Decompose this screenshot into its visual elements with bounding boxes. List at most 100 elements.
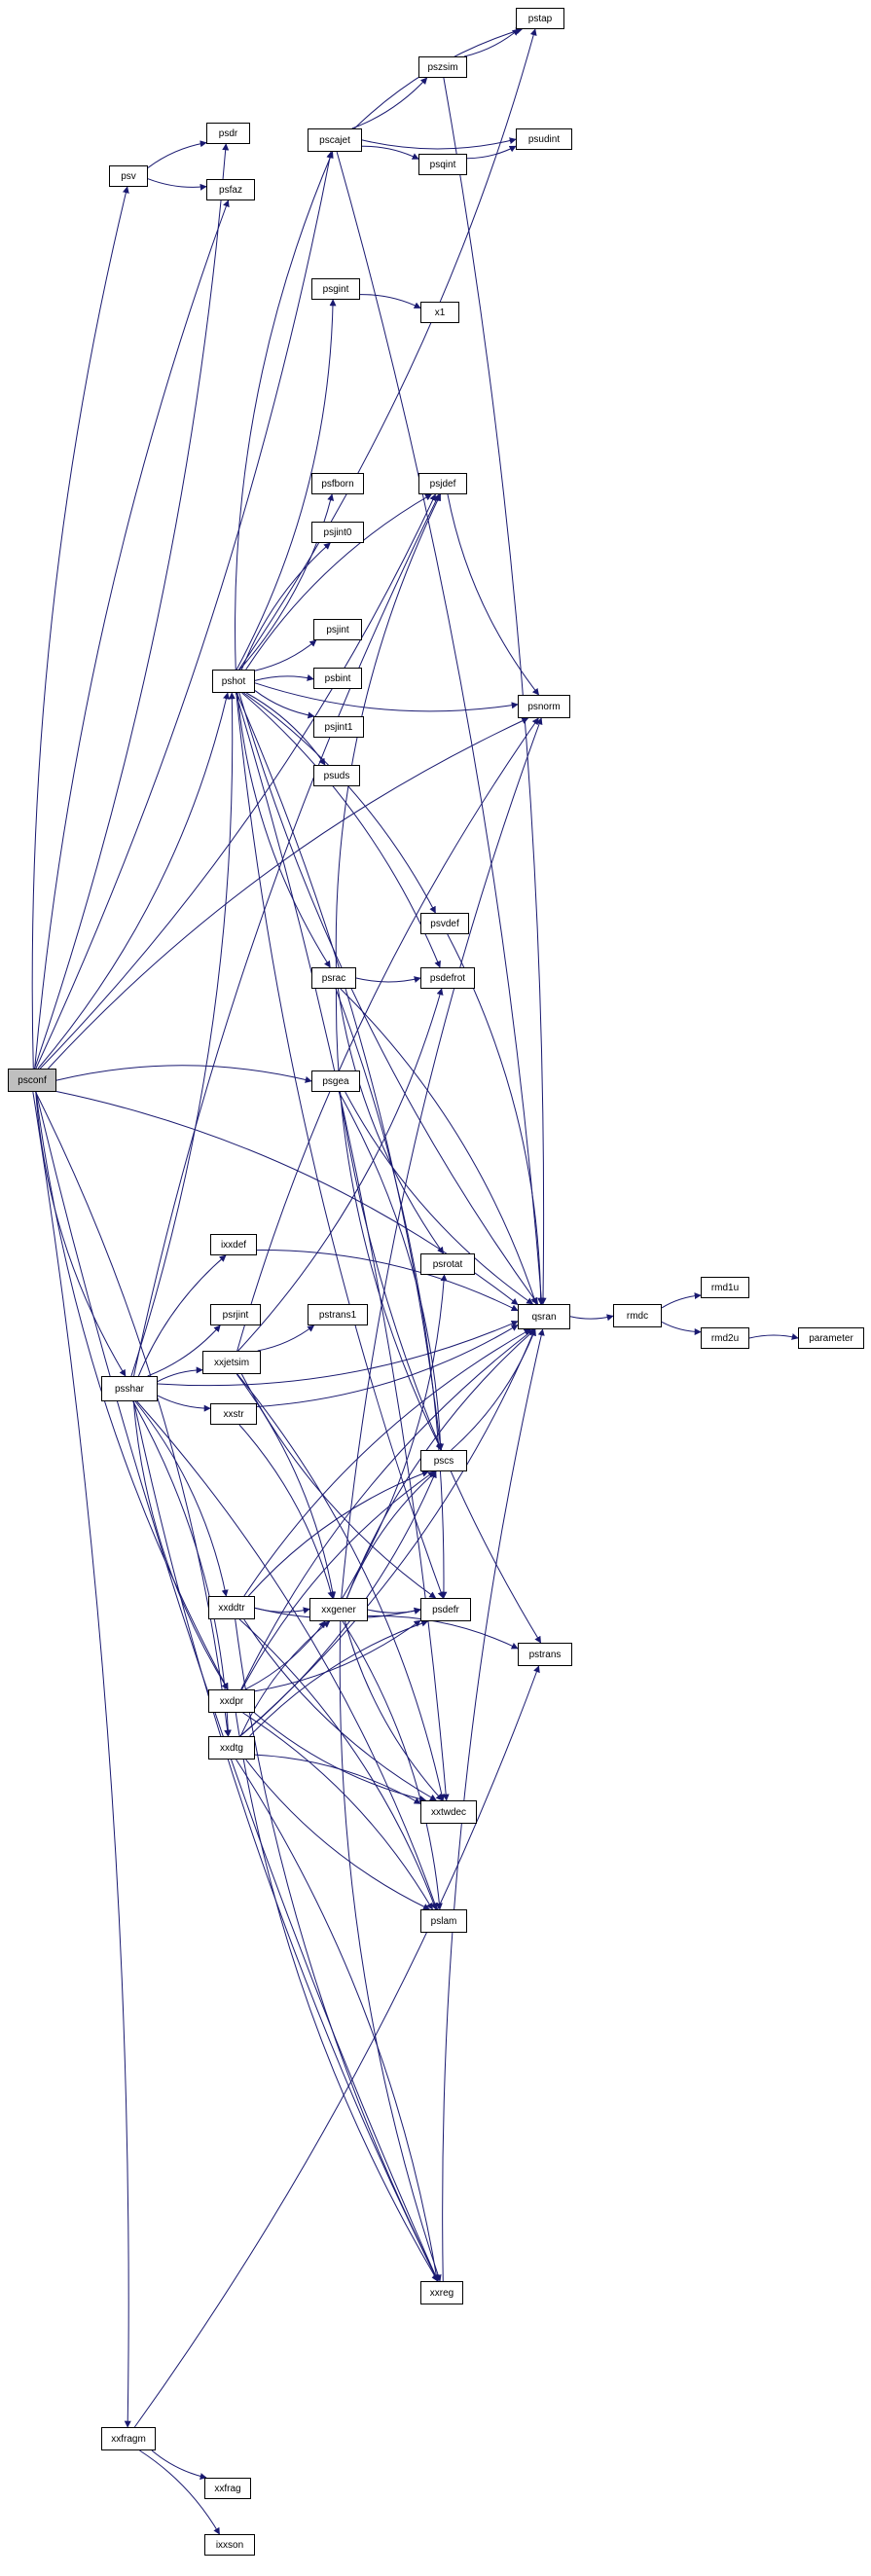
edge-psshar-to-xxdtg (132, 1400, 232, 1737)
node-pscajet[interactable]: pscajet (308, 128, 362, 152)
node-parameter[interactable]: parameter (798, 1327, 864, 1349)
node-xxjetsim[interactable]: xxjetsim (202, 1351, 261, 1374)
node-ixxson[interactable]: ixxson (204, 2534, 255, 2556)
edge-psconf-to-psfaz (34, 200, 230, 1070)
edge-psshar-to-xxddtr (134, 1400, 229, 1597)
node-psjint0[interactable]: psjint0 (311, 522, 364, 543)
edge-xxdtg-to-xxgener (239, 1620, 331, 1737)
edge-xxdtg-to-xxreg (236, 1759, 440, 2282)
edge-pshot-to-psjdef (245, 493, 432, 671)
node-xxddtr[interactable]: xxddtr (208, 1596, 255, 1619)
node-qsran[interactable]: qsran (518, 1304, 570, 1329)
edge-psshar-to-pshot (130, 692, 236, 1377)
edge-xxjetsim-to-psdefrot (237, 988, 444, 1352)
edge-psgea-to-pstrans (339, 1091, 542, 1644)
node-xxgener[interactable]: xxgener (309, 1598, 368, 1621)
edge-psconf-to-psgea (55, 1065, 312, 1083)
node-pstrans1[interactable]: pstrans1 (308, 1304, 368, 1325)
node-psudint[interactable]: psudint (516, 128, 572, 150)
edge-xxgener-to-psrotat (342, 1274, 448, 1599)
node-psdefr[interactable]: psdefr (420, 1598, 471, 1621)
node-psbint[interactable]: psbint (313, 668, 362, 689)
edge-psrac-to-qsran (340, 988, 538, 1305)
edge-pshot-to-psfborn (238, 493, 335, 671)
edge-xxddtr-to-xxtwdec (243, 1618, 437, 1801)
edge-pshot-to-psdefr (236, 692, 445, 1599)
node-pslam[interactable]: pslam (420, 1909, 467, 1933)
edge-xxjetsim-to-xxtwdec (236, 1373, 446, 1801)
edge-xxddtr-to-pslam (238, 1618, 437, 1910)
node-xxdtg[interactable]: xxdtg (208, 1736, 255, 1760)
edge-xxdpr-to-xxgener (244, 1620, 326, 1690)
edge-psconf-to-pscajet (35, 151, 334, 1070)
edge-xxddtr-to-qsran (243, 1328, 531, 1597)
edge-psshar-to-pslam (136, 1400, 439, 1910)
edge-psconf-to-psnorm (48, 717, 529, 1070)
edge-pscajet-to-pszsim (351, 77, 428, 129)
node-rmd2u[interactable]: rmd2u (701, 1327, 749, 1349)
edge-psconf-to-psjdef (39, 493, 436, 1070)
node-psnorm[interactable]: psnorm (518, 695, 570, 718)
node-psrotat[interactable]: psrotat (420, 1253, 475, 1275)
node-psdr[interactable]: psdr (206, 123, 250, 144)
node-pscs[interactable]: pscs (420, 1450, 467, 1471)
node-psfaz[interactable]: psfaz (206, 179, 255, 200)
edge-xxgener-to-psdefr (367, 1608, 421, 1615)
edge-pshot-to-xxtwdec (235, 692, 450, 1801)
edge-psconf-to-pshot (37, 692, 230, 1070)
node-psdefrot[interactable]: psdefrot (420, 967, 475, 989)
node-psshar[interactable]: psshar (101, 1376, 158, 1401)
node-pstrans[interactable]: pstrans (518, 1643, 572, 1666)
edge-xxstr-to-qsran (256, 1324, 519, 1407)
node-psqint[interactable]: psqint (418, 154, 467, 175)
edge-psjdef-to-psnorm (447, 493, 539, 696)
node-psrjint[interactable]: psrjint (210, 1304, 261, 1325)
node-psjint1[interactable]: psjint1 (313, 716, 364, 738)
node-psvdef[interactable]: psvdef (420, 913, 469, 934)
node-xxfragm[interactable]: xxfragm (101, 2427, 156, 2450)
node-xxreg[interactable]: xxreg (420, 2281, 463, 2304)
node-psfborn[interactable]: psfborn (311, 473, 364, 494)
edge-xxdtg-to-xxtwdec (254, 1754, 421, 1804)
node-x1[interactable]: x1 (420, 302, 459, 323)
edge-xxddtr-to-xxreg (235, 1618, 439, 2282)
edge-psrac-to-psdefr (335, 988, 448, 1599)
edge-psshar-to-ixxdef (137, 1254, 227, 1377)
edge-pshot-to-pstap (238, 28, 537, 671)
edge-pshot-to-psrac (236, 692, 331, 968)
edge-rmd2u-to-parameter (748, 1333, 799, 1340)
node-psconf[interactable]: psconf (8, 1069, 56, 1092)
edge-pscajet-to-qsran (336, 151, 545, 1305)
edge-psshar-to-psrjint (147, 1324, 221, 1377)
node-ixxdef[interactable]: ixxdef (210, 1234, 257, 1255)
edge-psgea-to-pscs (338, 1091, 445, 1451)
node-xxdpr[interactable]: xxdpr (208, 1689, 255, 1713)
node-pstap[interactable]: pstap (516, 8, 564, 29)
edge-psgea-to-qsran (345, 1091, 534, 1305)
edge-psshar-to-xxdpr (132, 1400, 229, 1690)
node-psrac[interactable]: psrac (311, 967, 356, 989)
node-rmdc[interactable]: rmdc (613, 1304, 662, 1327)
node-xxtwdec[interactable]: xxtwdec (420, 1800, 477, 1824)
node-xxfrag[interactable]: xxfrag (204, 2478, 251, 2499)
node-psgea[interactable]: psgea (311, 1070, 360, 1092)
edge-pszsim-to-pstap (463, 28, 520, 57)
edge-pshot-to-psjint1 (254, 690, 315, 719)
node-pshot[interactable]: pshot (212, 670, 255, 693)
edge-psqint-to-psudint (466, 145, 517, 160)
edge-psshar-to-psjdef (133, 493, 440, 1377)
node-rmd1u[interactable]: rmd1u (701, 1277, 749, 1298)
edge-xxfragm-to-ixxson (139, 2449, 220, 2535)
edge-xxdpr-to-psdefr (254, 1619, 421, 1692)
edge-pshot-to-pscajet (235, 151, 334, 671)
node-psv[interactable]: psv (109, 165, 148, 187)
edge-xxdtg-to-qsran (239, 1328, 536, 1737)
node-psjint[interactable]: psjint (313, 619, 362, 640)
node-xxstr[interactable]: xxstr (210, 1403, 257, 1425)
node-psuds[interactable]: psuds (313, 765, 360, 786)
edge-psconf-to-psv (31, 186, 129, 1070)
node-pszsim[interactable]: pszsim (418, 56, 467, 78)
node-psjdef[interactable]: psjdef (418, 473, 467, 494)
node-psgint[interactable]: psgint (311, 278, 360, 300)
edge-psrac-to-psdefrot (355, 976, 421, 983)
